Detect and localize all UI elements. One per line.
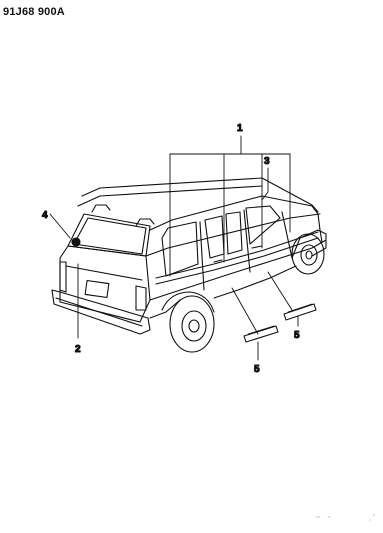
corner-marks (315, 513, 375, 521)
front-wheel (291, 233, 325, 275)
callout-4: 4 (42, 210, 48, 221)
callout-2: 2 (75, 344, 81, 355)
callout-1: 1 (237, 123, 243, 134)
stripe-part-right (283, 303, 317, 321)
rear-glass-decal (71, 237, 81, 247)
callout-5-right: 5 (294, 330, 300, 341)
stripe-part-left (243, 325, 279, 343)
leader-lines (49, 135, 299, 361)
rear-wheel (169, 295, 215, 353)
vehicle-body (51, 177, 327, 335)
callout-3: 3 (264, 156, 270, 167)
diagram-code: 91J68 900A (3, 6, 65, 18)
callout-5-left: 5 (254, 364, 260, 375)
